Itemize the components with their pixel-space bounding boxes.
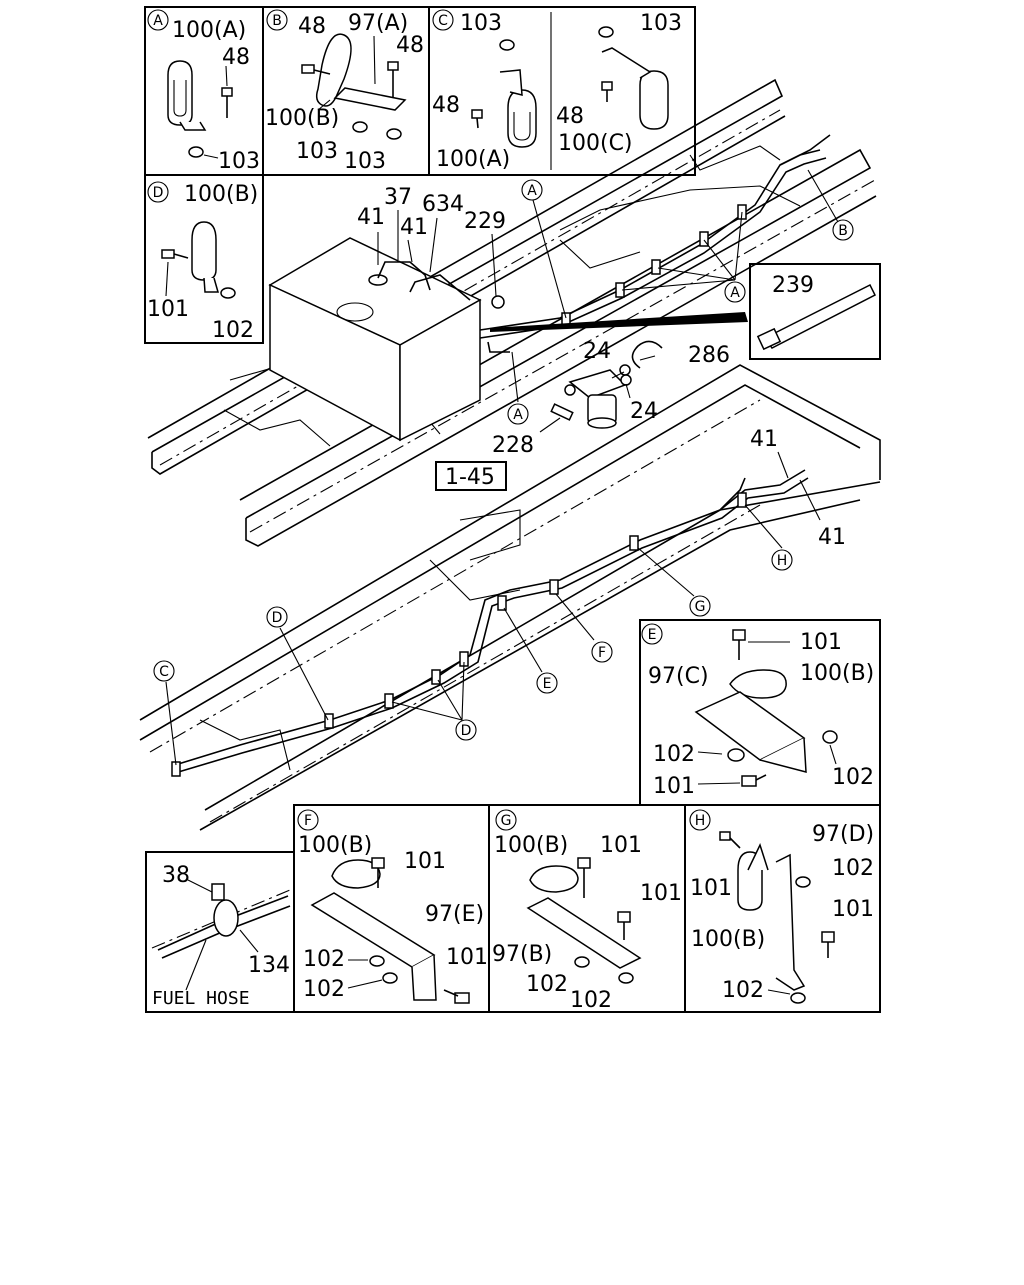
- label-f-102b: 102: [303, 977, 345, 1002]
- label-b-103a: 103: [296, 139, 338, 164]
- label-e-97c: 97(C): [648, 664, 709, 689]
- callout-a-detail: A: [153, 13, 163, 29]
- callout-d-detail: D: [153, 185, 164, 201]
- callout-g-detail: G: [501, 813, 512, 829]
- label-41-line-a: 41: [750, 427, 778, 452]
- label-a-100a: 100(A): [172, 18, 246, 43]
- callout-g-main: G: [695, 599, 706, 615]
- label-24-lower: 24: [630, 399, 658, 424]
- callout-b-main: B: [838, 223, 848, 239]
- callout-f-detail: F: [304, 813, 312, 829]
- callout-f-main: F: [598, 645, 606, 661]
- fuel-tank: [268, 237, 482, 442]
- label-c-48a: 48: [432, 93, 460, 118]
- upper-frame-rails: [147, 78, 877, 547]
- callout-d-main-1: D: [461, 723, 472, 739]
- label-c-48b: 48: [556, 104, 584, 129]
- callout-letters: A B C D A A B A H G F E D D C E F G H: [153, 13, 848, 829]
- reference-box: [435, 461, 507, 491]
- label-h-102a: 102: [832, 856, 874, 881]
- label-g-101b: 101: [640, 881, 682, 906]
- label-b-48a: 48: [298, 14, 326, 39]
- label-h-101b: 101: [832, 897, 874, 922]
- callout-a-main-2: A: [730, 285, 740, 301]
- label-b-48b: 48: [396, 33, 424, 58]
- callout-e-main: E: [543, 676, 552, 692]
- callout-h-detail: H: [695, 813, 706, 829]
- label-e-101a: 101: [800, 630, 842, 655]
- label-c-103a: 103: [460, 11, 502, 36]
- part-labels: 100(A) 48 103 48 97(A) 48 100(B) 103 103…: [147, 11, 874, 1013]
- fuel-hose-drawing: [151, 879, 291, 991]
- detail-c-drawing: [471, 26, 669, 148]
- label-228: 228: [492, 433, 534, 458]
- callout-c-detail: C: [438, 13, 448, 29]
- label-g-101a: 101: [600, 833, 642, 858]
- label-h-100b: 100(B): [691, 927, 765, 952]
- label-37: 37: [384, 185, 412, 210]
- detail-a-drawing: [167, 60, 233, 159]
- label-h-97d: 97(D): [812, 822, 874, 847]
- callout-b-detail: B: [272, 13, 282, 29]
- label-41-tank-a: 41: [357, 205, 385, 230]
- detail-d-drawing: [161, 221, 236, 299]
- label-d-102: 102: [212, 318, 254, 343]
- tie-strap: [490, 283, 877, 351]
- label-a-48: 48: [222, 45, 250, 70]
- label-ref-1-45: 1-45: [445, 465, 495, 490]
- label-g-102a: 102: [526, 972, 568, 997]
- label-f-100b: 100(B): [298, 833, 372, 858]
- label-g-97b: 97(B): [492, 942, 552, 967]
- label-b-97a: 97(A): [348, 11, 408, 36]
- label-e-102b: 102: [832, 765, 874, 790]
- callout-a-main-1: A: [527, 183, 537, 199]
- label-g-100b: 100(B): [494, 833, 568, 858]
- label-f-97e: 97(E): [425, 902, 484, 927]
- label-634: 634: [422, 192, 464, 217]
- label-286: 286: [688, 343, 730, 368]
- label-41-line-b: 41: [818, 525, 846, 550]
- detail-frames: [144, 6, 881, 1013]
- callout-d-main-2: D: [272, 610, 283, 626]
- label-f-101a: 101: [404, 849, 446, 874]
- label-h-101a: 101: [690, 876, 732, 901]
- label-c-100a: 100(A): [436, 147, 510, 172]
- detail-f-drawing: [310, 857, 470, 1004]
- label-24-upper: 24: [583, 339, 611, 364]
- label-fh-38: 38: [162, 863, 190, 888]
- callout-a-main-3: A: [513, 407, 523, 423]
- label-229: 229: [464, 209, 506, 234]
- label-e-101b: 101: [653, 774, 695, 799]
- label-g-102b: 102: [570, 988, 612, 1013]
- label-h-102b: 102: [722, 978, 764, 1003]
- label-f-101b: 101: [446, 945, 488, 970]
- label-b-100b: 100(B): [265, 106, 339, 131]
- label-e-100b: 100(B): [800, 661, 874, 686]
- callout-circles: [147, 9, 854, 831]
- label-fh-134: 134: [248, 953, 290, 978]
- leader-lines: [165, 169, 839, 766]
- label-41-tank-b: 41: [400, 215, 428, 240]
- detail-g-drawing: [526, 857, 642, 984]
- label-e-102a: 102: [653, 742, 695, 767]
- label-239: 239: [772, 273, 814, 298]
- label-b-103b: 103: [344, 149, 386, 174]
- callout-e-detail: E: [648, 627, 657, 643]
- label-c-103b: 103: [640, 11, 682, 36]
- detail-b-drawing: [301, 33, 407, 140]
- label-a-103: 103: [218, 149, 260, 174]
- label-d-101: 101: [147, 297, 189, 322]
- fuel-filter: [491, 295, 663, 429]
- label-d-100b: 100(B): [184, 182, 258, 207]
- callout-h-main: H: [777, 553, 788, 569]
- label-c-100c: 100(C): [558, 131, 633, 156]
- label-f-102a: 102: [303, 947, 345, 972]
- detail-e-drawing: [694, 629, 838, 787]
- detail-h-drawing: [719, 831, 835, 1004]
- callout-c-main: C: [159, 664, 169, 680]
- label-fuel-hose-caption: FUEL HOSE: [152, 988, 250, 1009]
